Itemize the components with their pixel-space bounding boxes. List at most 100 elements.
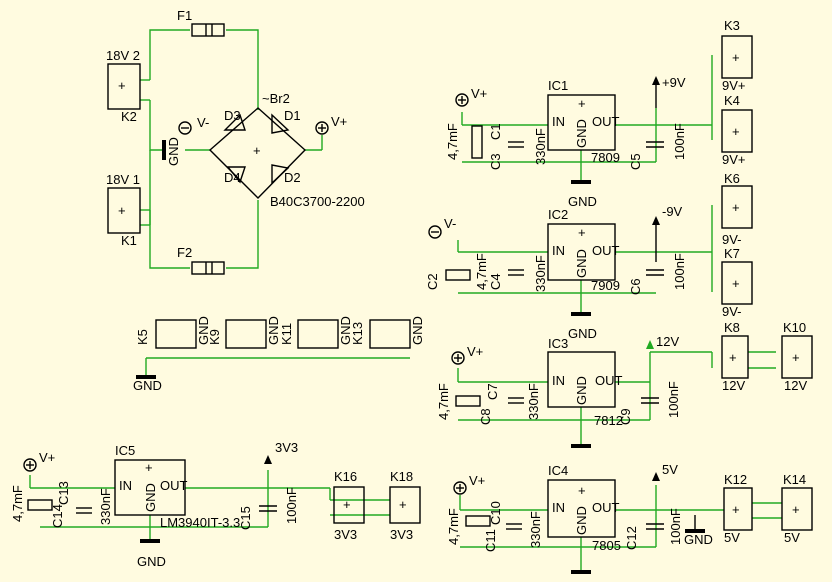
ic4-vout-label: 5V (662, 462, 678, 477)
output-connectors: + K3 9V+ + K4 9V+ + K6 9V- + K7 9V- + K8… (333, 18, 813, 545)
k2-ref: K2 (121, 109, 137, 124)
d3-label: D3 (224, 108, 241, 123)
ic4-body (547, 479, 616, 538)
cross-icon: + (729, 350, 737, 365)
ic2-in-label: IN (552, 243, 565, 258)
d4-label: D4 (224, 170, 241, 185)
c15-ref: C15 (238, 506, 253, 530)
connector-k2 (107, 63, 141, 110)
regulator-ic3: IC3 IN OUT GND 7812 4,7mF C7 C8 330nF C9… (436, 334, 776, 448)
gnd-label: GND (338, 316, 353, 345)
ic4-type: 7805 (592, 538, 621, 553)
c8-ref: C8 (478, 408, 493, 425)
ic1-gnd-label: GND (574, 119, 589, 148)
k16-value: 3V3 (334, 527, 357, 542)
capacitor-c7 (455, 395, 481, 407)
k18-ref: K18 (390, 469, 413, 484)
ic1-ref: IC1 (548, 78, 568, 93)
c2-value: 4,7mF (474, 253, 489, 290)
ic3-body (547, 351, 616, 408)
capacitor-c2 (445, 269, 471, 281)
connector-k13 (369, 319, 411, 349)
fuse-f1-label: F1 (177, 8, 192, 23)
connector-k12 (723, 487, 753, 531)
k7-ref: K7 (724, 246, 740, 261)
ic3-gnd-label: GND (574, 376, 589, 405)
k16-ref: K16 (334, 469, 357, 484)
ic3-in-label: IN (552, 373, 565, 388)
gnd-label: GND (568, 326, 597, 341)
k1-ref: K1 (121, 233, 137, 248)
ic3-out-label: OUT (595, 373, 623, 388)
ic4-in-label: IN (552, 500, 565, 515)
arrow-up-icon (652, 216, 660, 225)
vplus-label: V+ (331, 114, 347, 129)
k14-value: 5V (784, 530, 800, 545)
ic5-in-label: IN (119, 478, 132, 493)
ic5-body (114, 459, 186, 516)
k13-ref: K13 (350, 322, 365, 345)
gnd-label: GND (410, 316, 425, 345)
gnd-label: GND (196, 316, 211, 345)
regulator-ic2: IC2 IN OUT GND 7909 + C2 4,7mF C4 330nF … (425, 204, 713, 341)
ic1-out-label: OUT (592, 114, 620, 129)
arrow-up-icon (652, 76, 660, 85)
ic5-ref: IC5 (115, 443, 135, 458)
ic3-ref: IC3 (548, 336, 568, 351)
c6-value: 100nF (672, 253, 687, 290)
c5-value: 100nF (672, 123, 687, 160)
k4-value: 9V+ (722, 152, 746, 167)
k6-value: 9V- (722, 232, 742, 247)
vplus-symbol (23, 458, 37, 472)
ic5-out-label: OUT (160, 478, 188, 493)
connector-k14 (781, 487, 813, 531)
ic4-ref: IC4 (548, 463, 568, 478)
gnd-label: GND (133, 378, 162, 393)
fuse-f2 (191, 261, 225, 275)
k5-ref: K5 (135, 329, 150, 345)
cross-icon: + (578, 483, 586, 498)
c10-ref: C10 (488, 501, 503, 525)
connector-k6 (721, 185, 753, 229)
cross-icon: + (732, 50, 740, 65)
ic2-vout-label: -9V (662, 204, 683, 219)
k4-ref: K4 (724, 93, 740, 108)
k18-value: 3V3 (390, 527, 413, 542)
capacitor-c13 (27, 499, 53, 511)
k1-value: 18V 1 (106, 172, 140, 187)
bridge-rectifier: + D3 D1 D4 D2 ~Br2 B40C3700-2200 (208, 91, 365, 209)
c10-value: 4,7mF (446, 508, 461, 545)
c6-ref: C6 (628, 278, 643, 295)
ic4-out-label: OUT (592, 500, 620, 515)
cross-icon: + (578, 96, 586, 111)
connector-k10 (781, 335, 813, 379)
vplus-symbol (451, 351, 465, 365)
vplus-label: V+ (469, 473, 485, 488)
ic2-ref: IC2 (548, 207, 568, 222)
c14-value: 330nF (98, 488, 113, 525)
vminus-symbol (428, 225, 442, 239)
ic2-type: 7909 (591, 278, 620, 293)
c7-ref: C7 (485, 383, 500, 400)
cross-icon: + (118, 78, 126, 93)
capacitor-c10 (465, 515, 491, 527)
connector-k11 (297, 319, 339, 349)
c8-value: 330nF (526, 383, 541, 420)
d2-label: D2 (284, 170, 301, 185)
cross-icon: + (732, 276, 740, 291)
connector-k9 (225, 319, 267, 349)
c13-value: 4,7mF (10, 485, 25, 522)
gnd-label: GND (568, 194, 597, 209)
ic1-in-label: IN (552, 114, 565, 129)
k14-ref: K14 (783, 472, 806, 487)
capacitor-c1 (471, 125, 483, 159)
connector-k8 (721, 335, 749, 379)
connector-k18 (389, 486, 421, 524)
c11-ref: C11 (483, 529, 498, 552)
regulator-ic1: IC1 IN OUT GND 7809 + 4,7mF C1 C3 330nF … (445, 55, 713, 209)
c1-ref: C1 (488, 123, 503, 140)
k11-ref: K11 (279, 323, 294, 345)
cross-icon: + (732, 502, 740, 517)
vminus-symbol (178, 121, 192, 135)
